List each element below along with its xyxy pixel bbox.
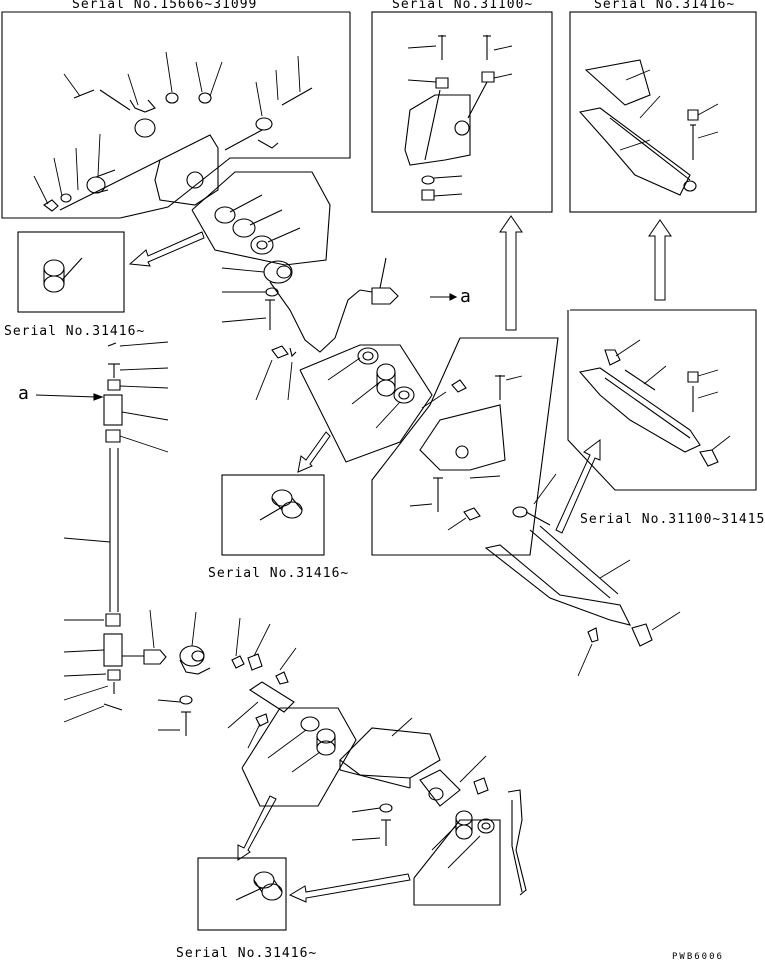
parts-top-right [578,59,699,196]
arrow-up-right [648,219,672,301]
bottom-pedal-assembly [339,727,527,896]
marker-a-left: a [18,383,30,404]
inset-frame-right-range [567,309,757,491]
arrow-diag-right [555,439,601,534]
section-outline-lower [241,707,357,807]
inset-frame-top-left [1,11,351,219]
serial-label-left: Serial No.31416~ [4,324,146,339]
leaders-right-range [615,339,731,451]
bushing-left [43,257,83,293]
serial-label-top-left: Serial No.15666~31099 [72,0,258,12]
leaders-long-arm [577,559,681,677]
section-outline-upper [191,171,331,266]
arrow-to-center-bushing [297,431,331,473]
leaders-mid-assembly [409,375,557,531]
inset-frame-top-right [569,11,757,213]
bushing-bottom [235,871,283,901]
drawing-reference: PWB6006 [672,952,724,962]
leaders-top-right [619,69,719,151]
inset-frame-top-mid [371,11,553,213]
serial-label-right-range: Serial No.31100~31415 [580,512,765,527]
lower-center-parts [179,645,336,756]
section-outline-middle [299,344,433,463]
mid-assembly-parts [419,375,551,526]
leaders-left-rod [63,341,169,723]
a-arrow-right [430,293,458,301]
upper-center-parts [214,194,399,359]
parts-top-mid [404,35,495,201]
serial-label-top-right: Serial No.31416~ [594,0,736,12]
arrow-long-bottom [288,873,411,903]
a-arrow-left [35,393,104,401]
marker-a-right: a [460,286,472,307]
arrow-up-mid [499,215,523,331]
arrow-to-bottom-bushing [237,795,277,861]
leaders-top-mid [407,45,513,197]
inset-frame-mid-assembly [371,337,559,556]
middle-bushings [357,347,415,404]
left-linkage-rod [103,342,167,711]
serial-label-bottom: Serial No.31416~ [176,946,318,961]
leaders-bottom-pedal [351,717,487,869]
leaders-middle [327,357,401,429]
leaders-top-left [33,51,301,205]
inset-frame-bushing-bottom [197,857,287,931]
serial-label-top-mid: Serial No.31100~ [392,0,534,12]
leaders-lower-center [157,611,321,773]
inset-frame-bushing-left [17,231,125,313]
bushing-center [259,489,303,521]
arrow-to-left-bushing [128,231,205,267]
bracket-top-left [43,87,313,212]
parts-right-range [578,349,719,467]
serial-label-center: Serial No.31416~ [208,566,350,581]
inset-frame-bushing-center [221,474,325,556]
long-arm [484,525,653,647]
leaders-upper-center [221,267,293,401]
